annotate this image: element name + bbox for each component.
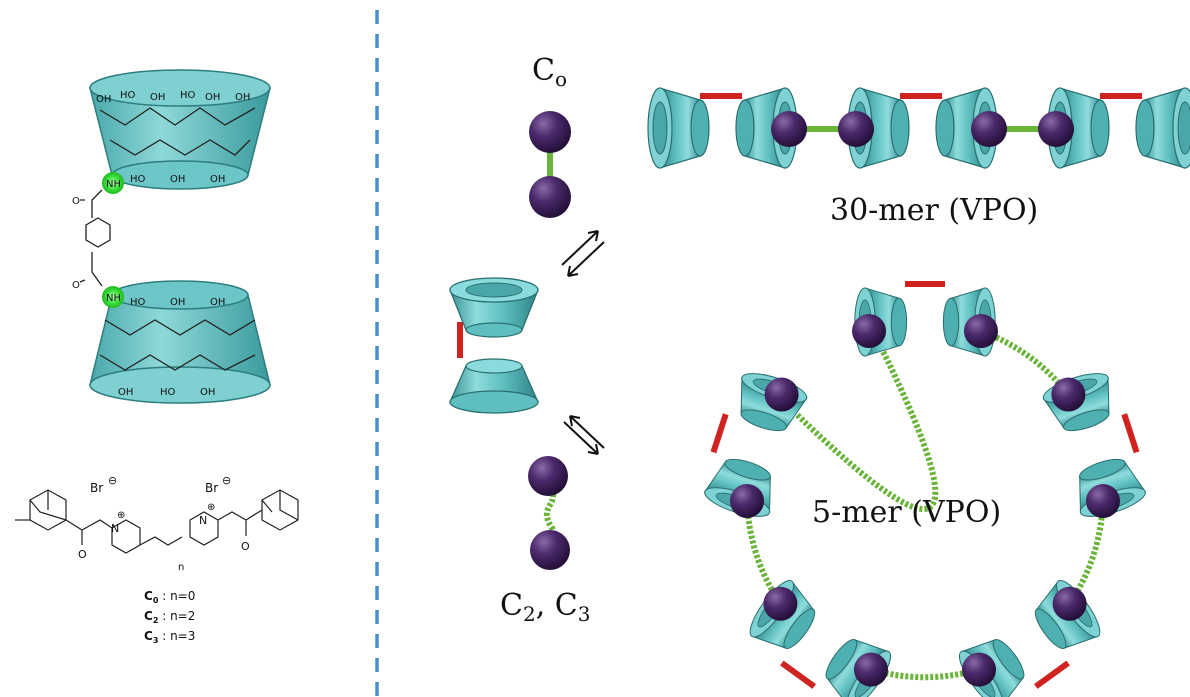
cd-dimer-unit (952, 574, 1107, 697)
adamantane-ball (853, 652, 888, 687)
c0-guest-dumbbell (529, 111, 571, 218)
adamantane-ball (529, 111, 571, 153)
oxygen-label: O (241, 540, 250, 553)
adamantane-ball (963, 314, 998, 349)
atom-label: OH (150, 92, 165, 103)
adamantane-ball (852, 314, 887, 349)
adamantane-ball (530, 530, 570, 570)
green-spring-link (777, 328, 939, 513)
nh-label: NH (106, 293, 121, 304)
adamantane-ball (1085, 484, 1120, 519)
dimer-molecule: OH HO OH HO OH OH HO OH OH HO OH OH OH H… (72, 69, 271, 404)
cyclic-oligomer-label: 5-mer (VPO) (812, 495, 1001, 530)
guest-molecule-labels: Br ⊖ Br ⊖ ⊕ N ⊕ N O O n (78, 474, 250, 573)
linear-supramolecular-polymer (647, 87, 1190, 169)
atom-label: HO (130, 174, 146, 185)
bromide-label: Br (90, 481, 103, 495)
cyclic-supramolecular-oligomer (701, 281, 1149, 697)
atom-label: OH (210, 174, 225, 185)
c23-guest-dumbbell (528, 456, 570, 570)
atom-label: HO (120, 90, 136, 101)
nh-highlight (102, 172, 124, 194)
linear-polymer-label: 30-mer (VPO) (830, 193, 1038, 228)
equilibrium-arrows-icon (563, 415, 605, 455)
adamantane-ball (529, 176, 571, 218)
anion-charge: ⊖ (222, 474, 231, 487)
nitrogen-label: N (111, 522, 119, 535)
bromide-label: Br (205, 481, 218, 495)
anion-charge: ⊖ (108, 474, 117, 487)
equilibrium-arrows-icon (561, 230, 605, 277)
bottom-cyclodextrin (89, 280, 271, 404)
oxygen-label: O (72, 280, 80, 291)
legend-row-2: C3 : n=3 (144, 629, 195, 645)
atom-label: OH (210, 297, 225, 308)
cation-charge: ⊕ (207, 502, 215, 513)
legend-row-1: C2 : n=2 (144, 609, 195, 625)
terephthalamide-linker: NH NH O O (72, 172, 124, 308)
atom-label: OH (235, 92, 250, 103)
cd-dimer-unit (854, 281, 996, 357)
guest-legend: C0 : n=0 C2 : n=2 C3 : n=3 (144, 589, 195, 645)
adamantane-ball (528, 456, 568, 496)
atom-label: OH (118, 387, 133, 398)
adamantane-ball (764, 377, 799, 412)
top-cyclodextrin (89, 69, 271, 190)
adamantane-ball (962, 652, 997, 687)
oxygen-label: O (72, 196, 80, 207)
nh-label: NH (106, 179, 121, 190)
atom-label: OH (170, 297, 185, 308)
atom-label: OH (96, 94, 111, 105)
cd-dimer-unit (701, 367, 811, 523)
atom-label: OH (200, 387, 215, 398)
c23-label: C2, C3 (500, 588, 590, 626)
nitrogen-label: N (199, 514, 207, 527)
atom-label: HO (130, 297, 146, 308)
atom-label: OH (205, 92, 220, 103)
hydroxyl-labels: OH HO OH HO OH OH HO OH OH HO OH OH OH H… (96, 90, 250, 398)
adamantane-ball (1051, 377, 1086, 412)
adamantane-ball (1052, 586, 1087, 621)
cation-charge: ⊕ (117, 510, 125, 521)
guest-molecule-structure (15, 489, 299, 554)
cd-dimer-host (448, 277, 540, 414)
n-subscript: n (178, 562, 184, 573)
adamantane-ball (763, 586, 798, 621)
nh-highlight (102, 286, 124, 308)
atom-label: HO (160, 387, 176, 398)
atom-label: OH (170, 174, 185, 185)
c0-label: Co (532, 53, 567, 91)
cd-dimer-unit (1039, 367, 1149, 523)
cd-dimer-unit (743, 574, 898, 697)
oxygen-label: O (78, 548, 87, 561)
atom-label: HO (180, 90, 196, 101)
legend-row-0: C0 : n=0 (144, 589, 195, 605)
adamantane-ball (730, 484, 765, 519)
